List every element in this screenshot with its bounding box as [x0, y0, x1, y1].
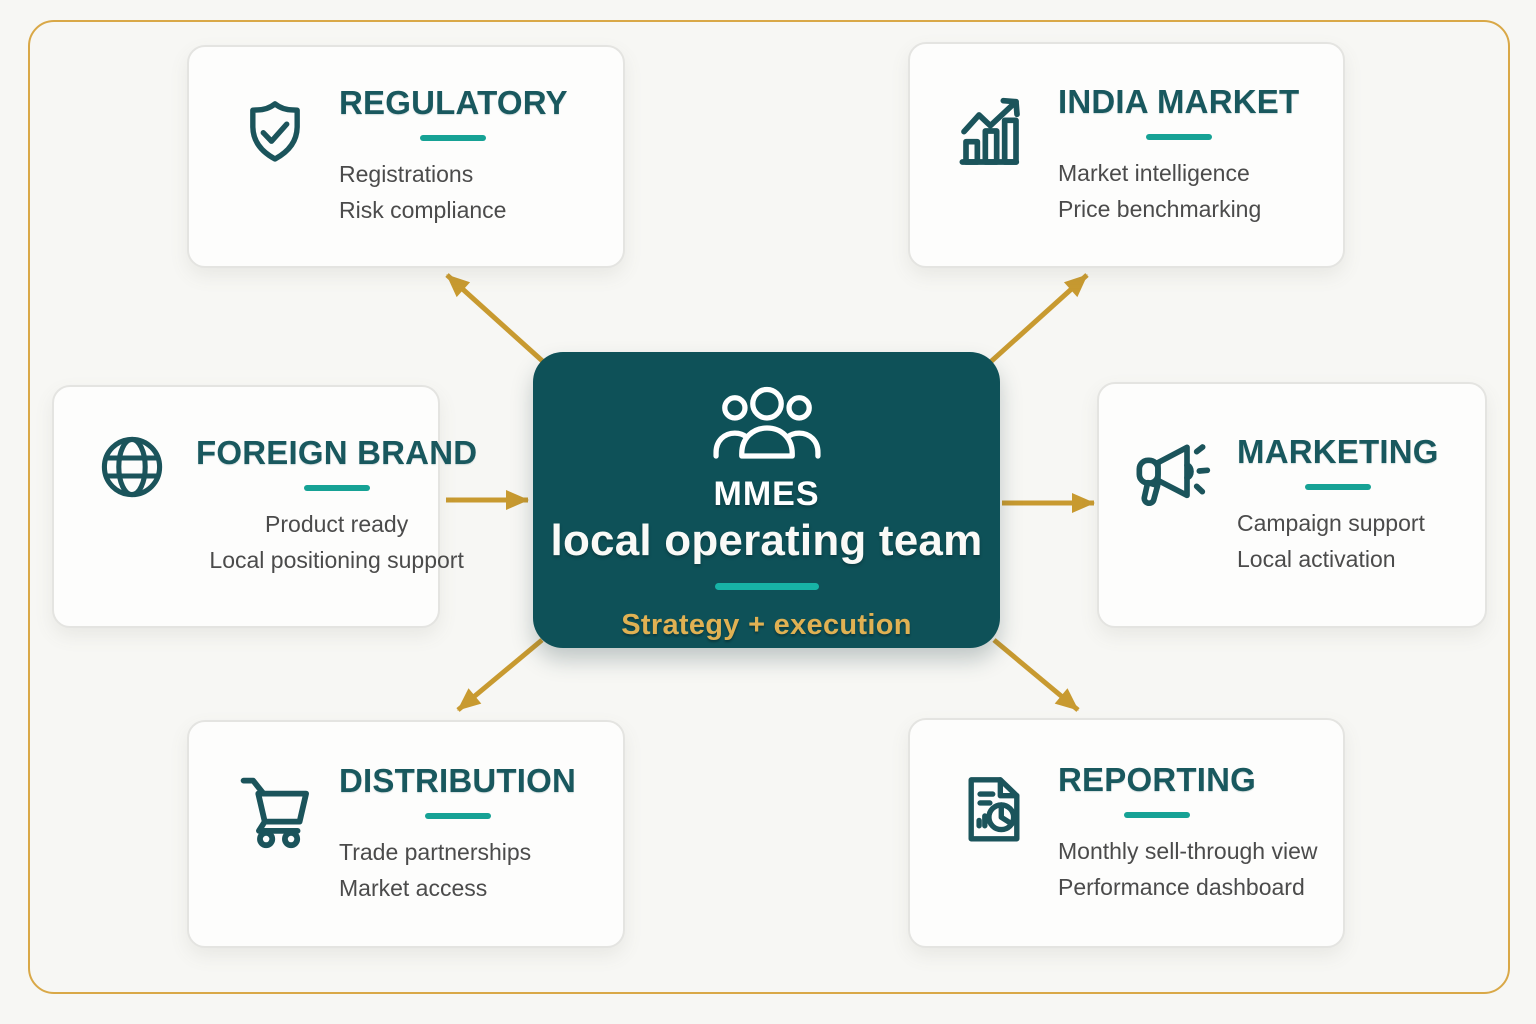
card-line: Trade partnerships	[339, 838, 532, 865]
hub-org-name: MMES	[713, 475, 820, 513]
card-line: Local positioning support	[209, 547, 464, 573]
title-underline	[424, 812, 491, 819]
card-line: Local activation	[1237, 545, 1396, 572]
card-title: INDIA MARKET	[1058, 82, 1300, 120]
card-title: FOREIGN BRAND	[196, 434, 478, 472]
center-hub: MMES local operating team Strategy + exe…	[533, 352, 1000, 648]
card-line: Registrations	[339, 161, 474, 188]
arrow-center-to-reporting	[992, 638, 1080, 712]
card-line: Performance dashboard	[1058, 873, 1305, 900]
card-line: Market access	[339, 874, 488, 901]
arrow-center-to-regulatory	[445, 273, 550, 368]
report-document-icon	[948, 768, 1040, 850]
card-title: REGULATORY	[339, 84, 568, 122]
megaphone-icon	[1127, 433, 1219, 513]
shield-check-icon	[229, 90, 321, 176]
card-line: Campaign support	[1237, 509, 1425, 536]
arrow-center-to-distribution	[456, 638, 544, 712]
card-line: Market intelligence	[1058, 159, 1250, 186]
card-title: MARKETING	[1237, 432, 1439, 470]
growth-chart-icon	[948, 91, 1040, 171]
card-reporting: REPORTING Monthly sell-through view Perf…	[908, 718, 1345, 948]
arrow-center-to-india-market	[984, 273, 1089, 368]
card-title: DISTRIBUTION	[339, 761, 577, 799]
title-underline	[1145, 133, 1212, 140]
people-group-icon	[707, 384, 827, 467]
title-underline	[303, 485, 370, 492]
title-underline	[420, 135, 487, 142]
card-line: Monthly sell-through view	[1058, 837, 1318, 864]
card-regulatory: REGULATORY Registrations Risk compliance	[187, 45, 625, 268]
card-foreign-brand: FOREIGN BRAND Product ready Local positi…	[52, 385, 477, 628]
title-underline	[1123, 811, 1190, 818]
card-title: REPORTING	[1058, 760, 1256, 798]
card-marketing: MARKETING Campaign support Local activat…	[1097, 382, 1487, 628]
globe-icon	[86, 431, 178, 503]
title-underline	[1304, 483, 1371, 490]
card-india-market: INDIA MARKET Market intelligence Price b…	[908, 42, 1345, 268]
shopping-cart-icon	[229, 769, 321, 851]
card-distribution: DISTRIBUTION Trade partnerships Market a…	[187, 720, 625, 948]
hub-divider	[714, 583, 819, 590]
hub-subtitle: Strategy + execution	[621, 609, 912, 641]
card-line: Product ready	[265, 511, 409, 538]
hub-title: local operating team	[550, 516, 983, 565]
card-line: Risk compliance	[339, 197, 507, 223]
card-line: Price benchmarking	[1058, 195, 1262, 222]
